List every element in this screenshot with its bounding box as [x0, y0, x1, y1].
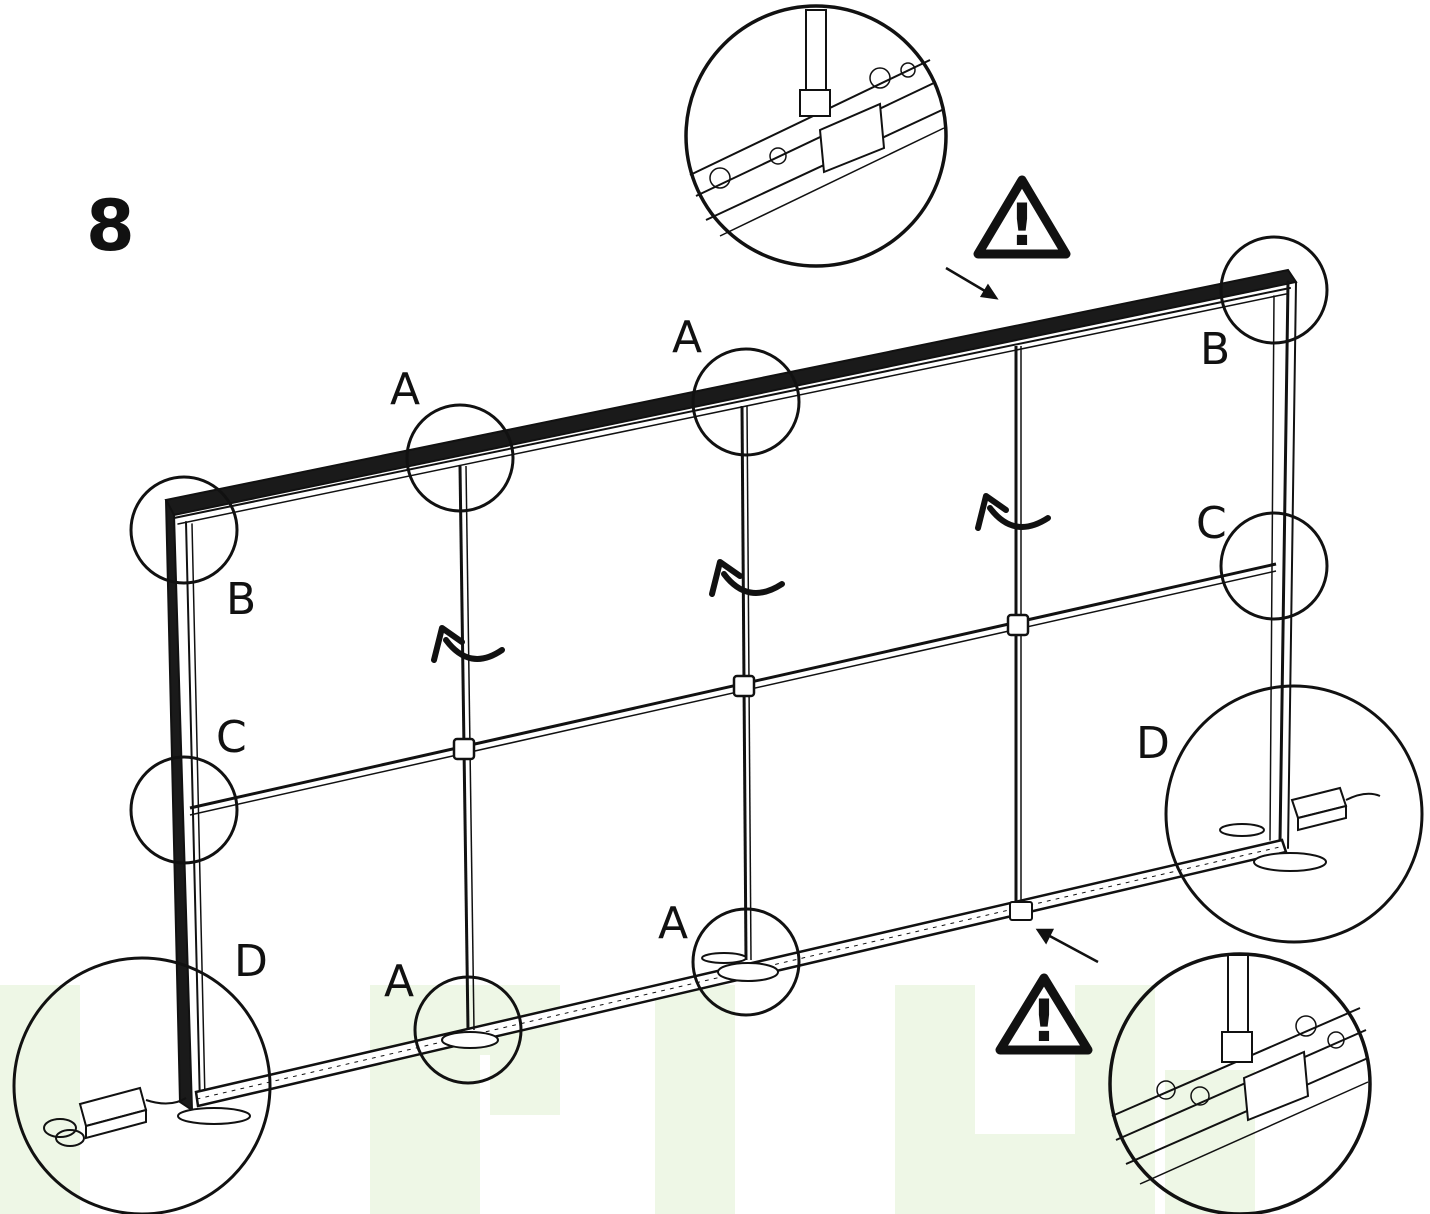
- foot-right-2: [1219, 823, 1265, 837]
- detail-view-bottom: [1108, 952, 1372, 1214]
- callout-circle-c1: [129, 755, 239, 865]
- warning-bottom: !: [995, 973, 1093, 1055]
- step-number: 8: [86, 185, 135, 267]
- label-c2: C: [1196, 498, 1227, 549]
- callout-circle-d1: [12, 956, 272, 1214]
- callout-circle-b2: [1219, 235, 1329, 345]
- label-d1: D: [234, 936, 268, 987]
- callout-circles: [12, 235, 1424, 1214]
- callout-circle-a1: [405, 403, 515, 513]
- callout-circle-c2: [1219, 511, 1329, 621]
- label-a3: A: [384, 956, 414, 1007]
- rotate-arrow-icon: [975, 493, 1051, 531]
- warning-triangle-icon: [995, 973, 1093, 1055]
- connector-left: [452, 737, 476, 761]
- connector-right: [1006, 613, 1030, 637]
- direction-arrows: [945, 266, 1099, 964]
- power-supply-right: [1290, 786, 1381, 832]
- callout-circle-b1: [129, 475, 239, 585]
- callout-circle-a4: [691, 907, 801, 1017]
- callout-circle-a3: [413, 975, 523, 1085]
- pole-feet: [441, 901, 1033, 1049]
- rotate-arrow-icon: [709, 559, 785, 597]
- connector-center: [732, 674, 756, 698]
- warning-triangle-icon: [973, 175, 1071, 259]
- detail-view-top: [684, 4, 948, 268]
- label-d2: D: [1136, 718, 1170, 769]
- label-a4: A: [658, 898, 688, 949]
- direction-arrow-icon: [945, 266, 999, 300]
- callout-circle-d2: [1164, 684, 1424, 944]
- rotate-arrow-icon: [431, 625, 505, 663]
- frame-top-profile: [164, 268, 1298, 517]
- warning-glyph: !: [1009, 191, 1035, 259]
- foot-left: [177, 1107, 251, 1125]
- label-a2: A: [672, 312, 702, 363]
- callout-circle-a2: [691, 347, 801, 457]
- label-a1: A: [390, 364, 420, 415]
- label-b2: B: [1200, 324, 1230, 375]
- label-b1: B: [226, 574, 256, 625]
- power-supply-left: [43, 1086, 187, 1147]
- connectors: [452, 613, 1030, 761]
- rotation-arrows: [431, 493, 1051, 663]
- warning-top: !: [973, 175, 1071, 259]
- foot-right: [1253, 852, 1327, 872]
- warning-glyph: !: [1031, 987, 1057, 1055]
- label-c1: C: [216, 712, 247, 763]
- direction-arrow-icon: [1035, 928, 1099, 964]
- callout-labels: A A A A B B C C D D: [216, 312, 1230, 1007]
